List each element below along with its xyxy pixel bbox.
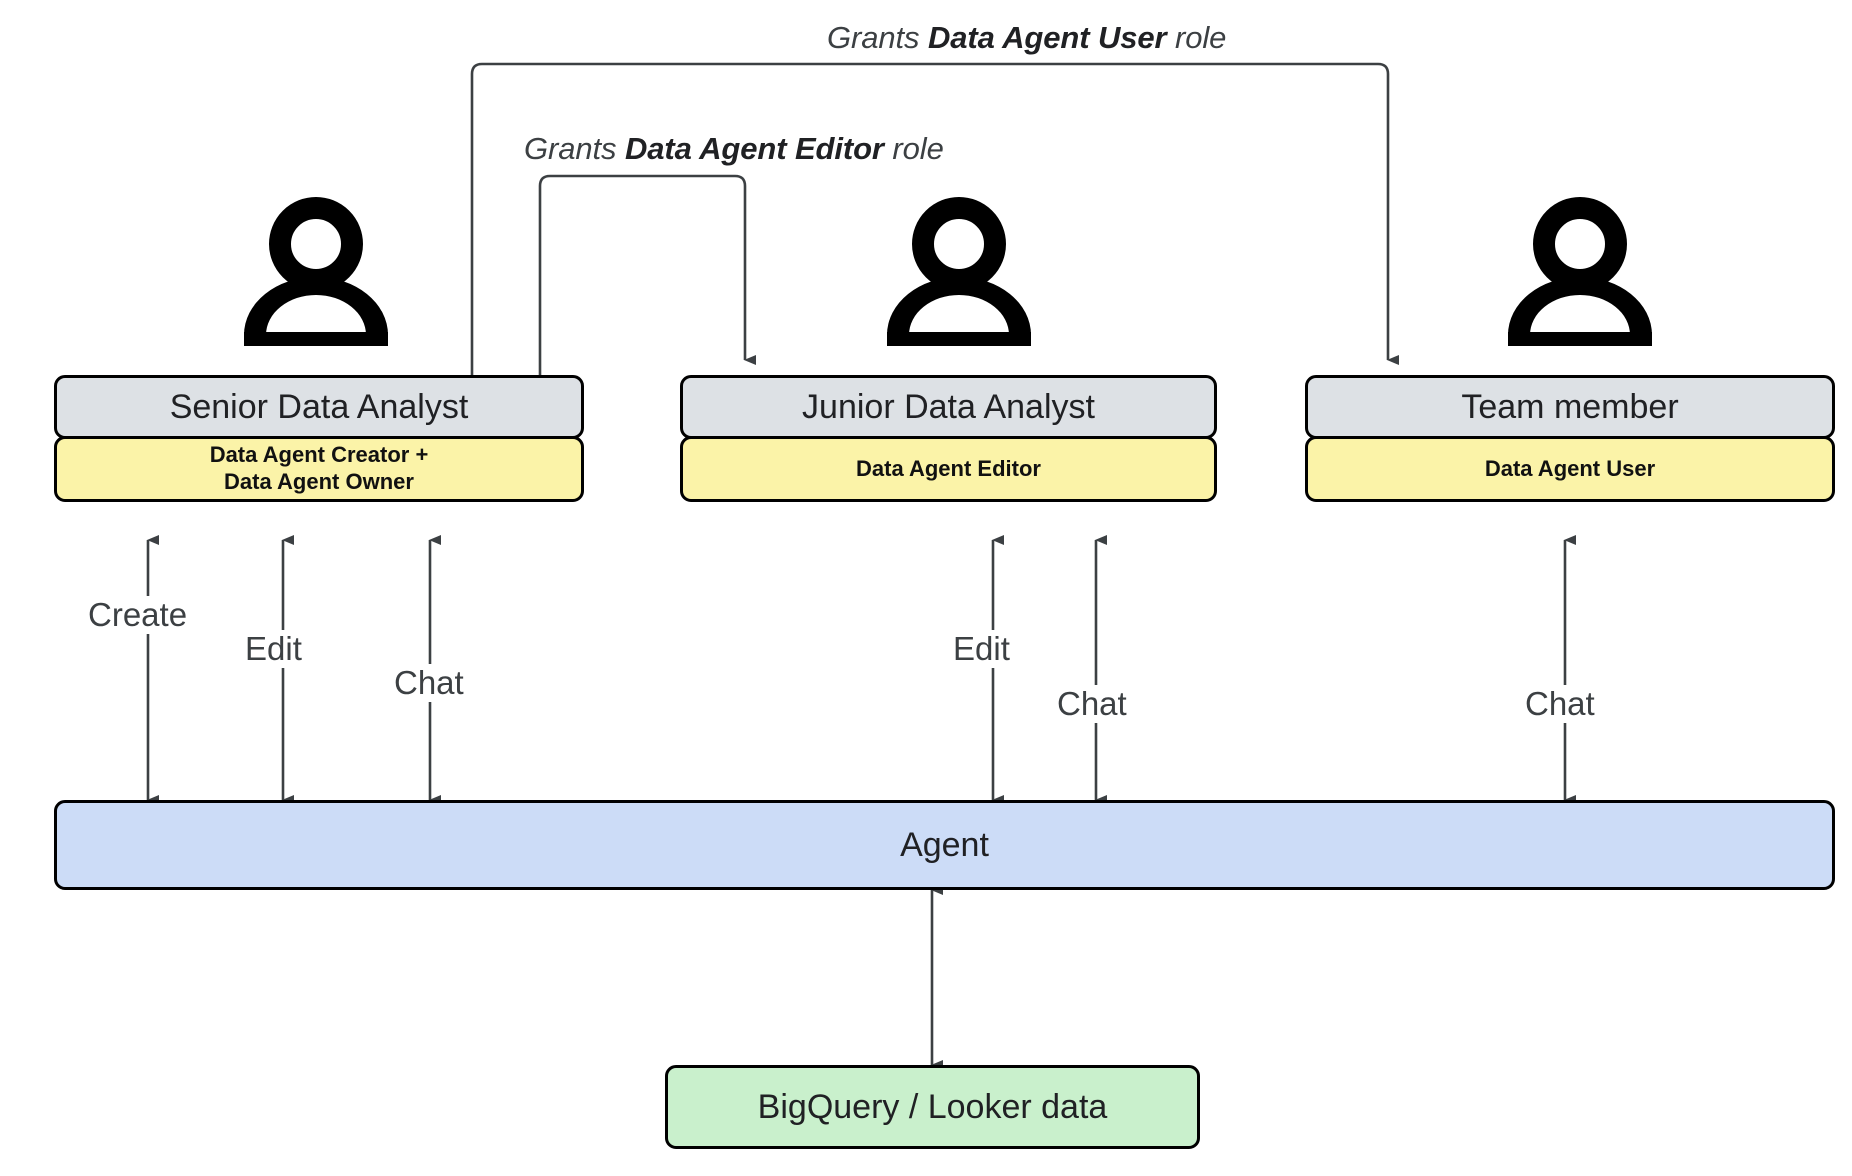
flow-label-senior-edit: Edit (241, 630, 306, 668)
actor-title-team-member[interactable]: Team member (1305, 375, 1835, 439)
grant-user-suffix: role (1166, 20, 1227, 55)
role-badge-line-2: Data Agent Owner (224, 469, 414, 494)
edge-grants-data-agent-editor (538, 174, 756, 375)
role-badge-text: Data Agent Editor (856, 456, 1041, 482)
flow-label-senior-chat: Chat (390, 664, 468, 702)
role-badge-text: Data Agent User (1484, 456, 1656, 482)
role-badge-text: Data Agent Creator + Data Agent Owner (210, 442, 429, 496)
grant-editor-prefix: Grants (524, 131, 625, 166)
datasource-box[interactable]: BigQuery / Looker data (665, 1065, 1200, 1149)
flow-label-junior-edit: Edit (949, 630, 1014, 668)
actor-title-label: Junior Data Analyst (802, 387, 1095, 426)
role-badge-team-member[interactable]: Data Agent User (1305, 436, 1835, 502)
flow-label-junior-chat: Chat (1053, 685, 1131, 723)
grant-label-data-agent-user: Grants Data Agent User role (827, 20, 1226, 56)
agent-label: Agent (900, 825, 989, 864)
actor-title-label: Senior Data Analyst (169, 387, 469, 426)
person-icon-senior-data-analyst (244, 197, 388, 346)
grant-user-role: Data Agent User (927, 20, 1167, 55)
grant-editor-role: Data Agent Editor (624, 131, 884, 166)
role-badge-line-1: Data Agent Creator + (209, 442, 429, 468)
role-badge-senior-data-analyst[interactable]: Data Agent Creator + Data Agent Owner (54, 436, 584, 502)
actor-title-senior-data-analyst[interactable]: Senior Data Analyst (54, 375, 584, 439)
actor-junior-data-analyst[interactable]: Junior Data Analyst Data Agent Editor (680, 375, 1217, 502)
actor-team-member[interactable]: Team member Data Agent User (1305, 375, 1835, 502)
grant-editor-suffix: role (883, 131, 944, 166)
role-badge-junior-data-analyst[interactable]: Data Agent Editor (680, 436, 1217, 502)
datasource-label: BigQuery / Looker data (757, 1087, 1108, 1126)
actor-senior-data-analyst[interactable]: Senior Data Analyst Data Agent Creator +… (54, 375, 584, 502)
grant-user-prefix: Grants (827, 20, 928, 55)
actor-title-junior-data-analyst[interactable]: Junior Data Analyst (680, 375, 1217, 439)
agent-bar[interactable]: Agent (54, 800, 1835, 890)
person-icon-junior-data-analyst (887, 197, 1031, 346)
flow-label-team-chat: Chat (1521, 685, 1599, 723)
grant-label-data-agent-editor: Grants Data Agent Editor role (524, 131, 944, 167)
actor-title-label: Team member (1461, 387, 1679, 426)
person-icon-team-member (1508, 197, 1652, 346)
flow-label-senior-create: Create (84, 596, 192, 634)
